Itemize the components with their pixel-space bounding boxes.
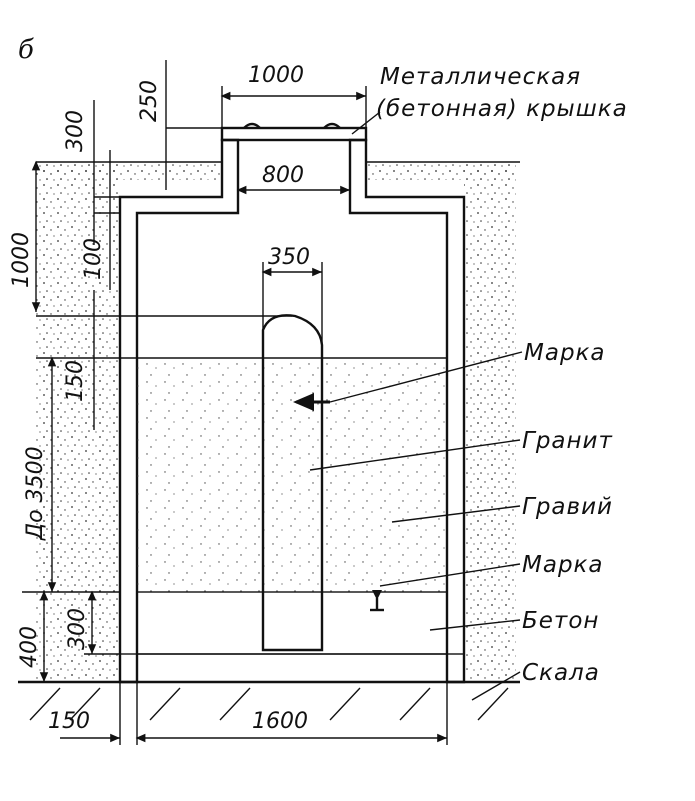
concrete-leader xyxy=(429,619,521,631)
dim-depth-1000: 1000 xyxy=(9,232,34,288)
cover-leader xyxy=(351,111,381,135)
label-mark-lower: Марка xyxy=(522,552,604,578)
label-cover-line1: Металлическая xyxy=(380,64,581,90)
dim-pillar-width: 350 xyxy=(268,245,310,270)
label-mark-upper: Марка xyxy=(524,340,606,366)
dim-cover-width: 1000 xyxy=(248,63,304,88)
granite-pillar xyxy=(261,314,324,652)
rock-leader xyxy=(471,671,521,701)
mark-upper-leader xyxy=(329,351,523,403)
dim-top-300: 300 xyxy=(63,110,88,152)
mark-lower-leader xyxy=(379,563,521,587)
dim-slab-100: 100 xyxy=(81,238,106,280)
dim-cover-height: 250 xyxy=(137,80,162,122)
granite-leader xyxy=(309,439,521,471)
label-granite: Гранит xyxy=(522,428,613,454)
cover-handles xyxy=(243,122,341,129)
gravel-fill xyxy=(137,358,447,592)
dim-wall-150: 150 xyxy=(48,709,90,734)
dim-hatch-width: 800 xyxy=(262,163,304,188)
figure-letter: б xyxy=(18,35,34,65)
label-cover-line2: (бетонная) крышка xyxy=(376,96,628,122)
concrete-base xyxy=(136,591,448,655)
bottom-slab xyxy=(119,653,465,683)
dim-depth-3500: До 3500 xyxy=(23,446,48,541)
label-gravel: Гравий xyxy=(522,494,613,520)
dim-inner-1600: 1600 xyxy=(252,709,308,734)
dim-gap-150: 150 xyxy=(63,360,88,402)
dim-bottom-300: 300 xyxy=(65,608,90,650)
dim-bottom-400: 400 xyxy=(17,626,42,668)
soil-left xyxy=(36,162,120,682)
lower-mark-icon xyxy=(370,590,384,612)
soil-right xyxy=(464,162,516,682)
label-rock: Скала xyxy=(522,660,600,686)
gravel-leader xyxy=(391,505,521,523)
metal-cover xyxy=(220,126,368,142)
label-concrete: Бетон xyxy=(522,608,599,634)
rock-hatching xyxy=(29,687,509,721)
